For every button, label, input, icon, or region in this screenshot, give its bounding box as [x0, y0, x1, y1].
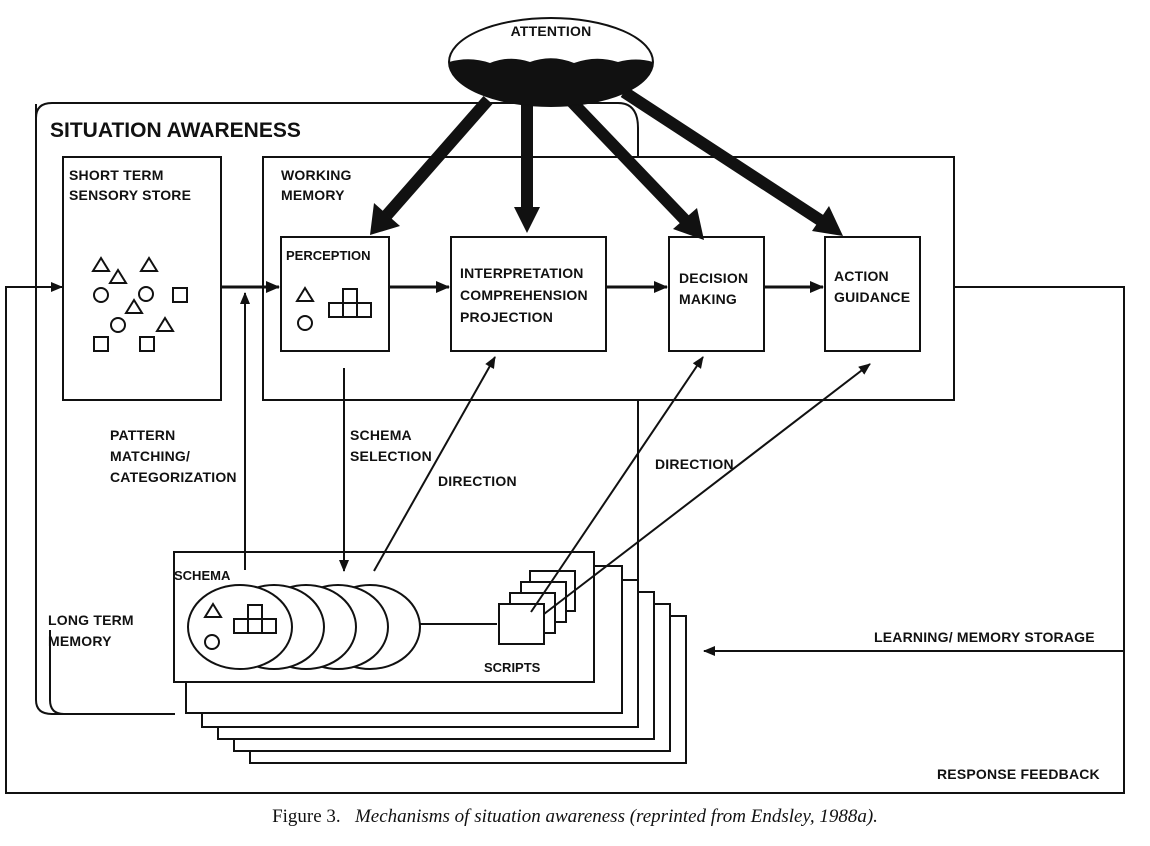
- interpretation-label-3: PROJECTION: [460, 309, 553, 325]
- action-label-2: GUIDANCE: [834, 289, 910, 305]
- perception-label: PERCEPTION: [286, 248, 371, 263]
- decision-box: [668, 236, 765, 352]
- sensory-shapes: [91, 256, 188, 352]
- figure-caption: Figure 3. Mechanisms of situation awaren…: [0, 806, 1150, 828]
- direction-label-1: DIRECTION: [438, 473, 517, 489]
- attention-oval: [448, 17, 654, 107]
- scripts-label: SCRIPTS: [484, 660, 541, 675]
- pattern-matching-label-1: PATTERN: [110, 427, 175, 443]
- attention-arrows: [382, 86, 824, 226]
- working-memory-label-1: WORKING: [281, 167, 352, 183]
- decision-label-1: DECISION: [679, 270, 748, 286]
- pattern-matching-label-3: CATEGORIZATION: [110, 469, 237, 485]
- long-term-memory-label-2: MEMORY: [48, 633, 112, 649]
- schema-shapes: [203, 602, 277, 650]
- sensory-store-box: [62, 156, 222, 401]
- sensory-store-label-1: SHORT TERM: [69, 167, 164, 183]
- direction-label-2: DIRECTION: [655, 456, 734, 472]
- attention-label: ATTENTION: [511, 23, 592, 39]
- schema-ovals: [187, 584, 421, 670]
- caption-text: Mechanisms of situation awareness (repri…: [354, 806, 878, 827]
- schema-selection-label-1: SCHEMA: [350, 427, 412, 443]
- action-label-1: ACTION: [834, 268, 889, 284]
- interpretation-label-1: INTERPRETATION: [460, 265, 584, 281]
- perception-shapes: [295, 286, 372, 331]
- learning-label: LEARNING/ MEMORY STORAGE: [874, 629, 1095, 645]
- decision-label-2: MAKING: [679, 291, 737, 307]
- perception-box: [280, 236, 390, 352]
- situation-awareness-title: SITUATION AWARENESS: [50, 119, 301, 142]
- response-feedback-label: RESPONSE FEEDBACK: [937, 766, 1100, 782]
- attention-arrowheads: [370, 203, 843, 240]
- caption-prefix: Figure 3.: [272, 806, 341, 827]
- working-memory-label-2: MEMORY: [281, 187, 345, 203]
- long-term-memory-label-1: LONG TERM: [48, 612, 134, 628]
- situation-awareness-box: [35, 102, 639, 715]
- scripts-stack: [498, 570, 576, 645]
- sensory-store-label-2: SENSORY STORE: [69, 187, 191, 203]
- interpretation-label-2: COMPREHENSION: [460, 287, 588, 303]
- schema-selection-label-2: SELECTION: [350, 448, 432, 464]
- action-box: [824, 236, 921, 352]
- memory-arrows: [240, 292, 871, 615]
- interpretation-box: [450, 236, 607, 352]
- pattern-matching-label-2: MATCHING/: [110, 448, 190, 464]
- schema-label: SCHEMA: [174, 568, 231, 583]
